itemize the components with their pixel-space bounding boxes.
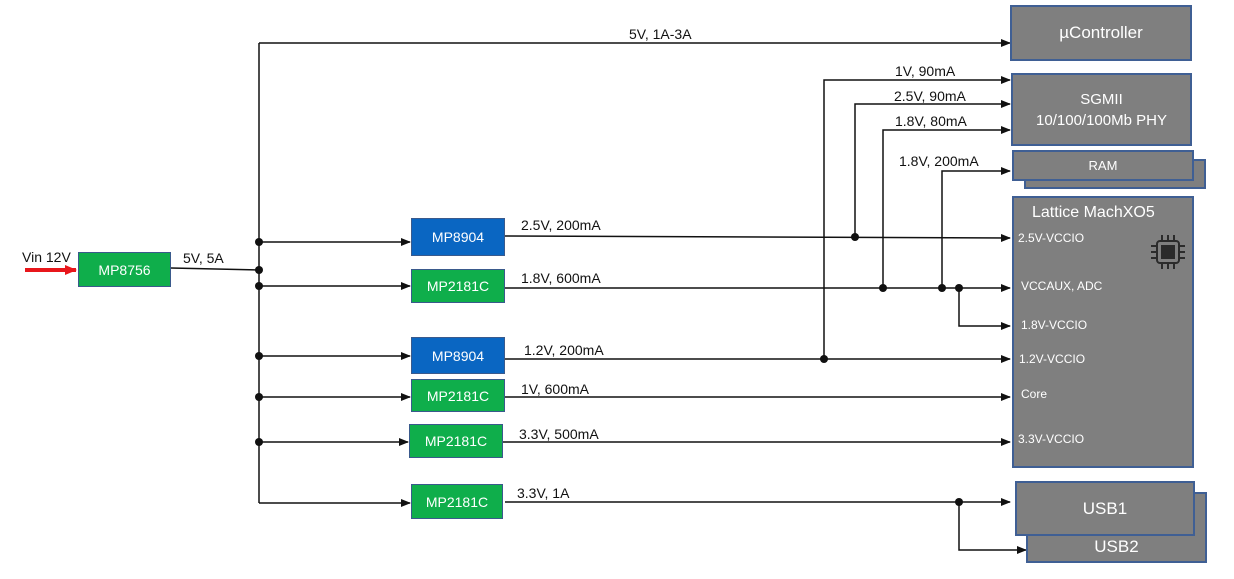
rail-sgmii-25v: 2.5V, 90mA	[894, 88, 966, 104]
rail-r2: 1.8V, 600mA	[521, 270, 601, 286]
wire-18v-vccio	[958, 288, 1011, 330]
rail-uc: 5V, 1A-3A	[629, 26, 692, 42]
pin-33v-vccio: 3.3V-VCCIO	[1018, 432, 1085, 446]
rail-sgmii-1v: 1V, 90mA	[895, 63, 956, 79]
regulator-r5: MP2181C	[409, 424, 503, 458]
rail-r3: 1.2V, 200mA	[524, 342, 604, 358]
branch-junctions	[820, 233, 963, 506]
regulator-r2: MP2181C	[411, 269, 505, 303]
regulator-r6: MP2181C	[411, 484, 503, 519]
sgmii-title: SGMII	[1080, 90, 1123, 108]
fpga-box: Lattice MachXO5	[1012, 196, 1194, 468]
pin-vccaux-adc: VCCAUX, ADC	[1021, 279, 1103, 293]
bus-junctions	[255, 238, 263, 446]
regulator-r3: MP8904	[411, 337, 505, 374]
sgmii-phy-box: SGMII 10/100/100Mb PHY	[1011, 73, 1192, 146]
wire-ram	[941, 167, 1011, 288]
wire-usb2	[958, 502, 1027, 554]
rail-r4: 1V, 600mA	[521, 381, 589, 397]
regulator-main: MP8756	[78, 252, 171, 287]
pin-12v-vccio: 1.2V-VCCIO	[1019, 352, 1086, 366]
usb1-box: USB1	[1015, 481, 1195, 536]
rail-r5: 3.3V, 500mA	[519, 426, 599, 442]
pin-core: Core	[1021, 387, 1048, 401]
wire-sgmii-18v	[882, 126, 1011, 288]
ucontroller-box: µController	[1010, 5, 1192, 61]
sgmii-subtitle: 10/100/100Mb PHY	[1036, 111, 1167, 129]
regulator-r1: MP8904	[411, 218, 505, 256]
rail-r1: 2.5V, 200mA	[521, 217, 601, 233]
wire-r1-out	[504, 233, 1011, 242]
fpga-title: Lattice MachXO5	[1032, 204, 1155, 221]
main-output-wire	[170, 267, 260, 271]
regulator-r4: MP2181C	[411, 379, 505, 412]
rail-main-out: 5V, 5A	[183, 250, 224, 266]
ram-box: RAM	[1012, 150, 1194, 181]
rail-sgmii-18v: 1.8V, 80mA	[895, 113, 967, 129]
rail-r6: 3.3V, 1A	[517, 485, 570, 501]
pin-25v-vccio: 2.5V-VCCIO	[1018, 231, 1085, 245]
wire-sgmii-25v	[854, 100, 1011, 237]
pin-18v-vccio: 1.8V-VCCIO	[1021, 318, 1088, 332]
chip-icon	[1148, 232, 1188, 277]
wire-sgmii-1v	[823, 76, 1011, 359]
input-label: Vin 12V	[22, 249, 71, 265]
rail-ram: 1.8V, 200mA	[899, 153, 979, 169]
